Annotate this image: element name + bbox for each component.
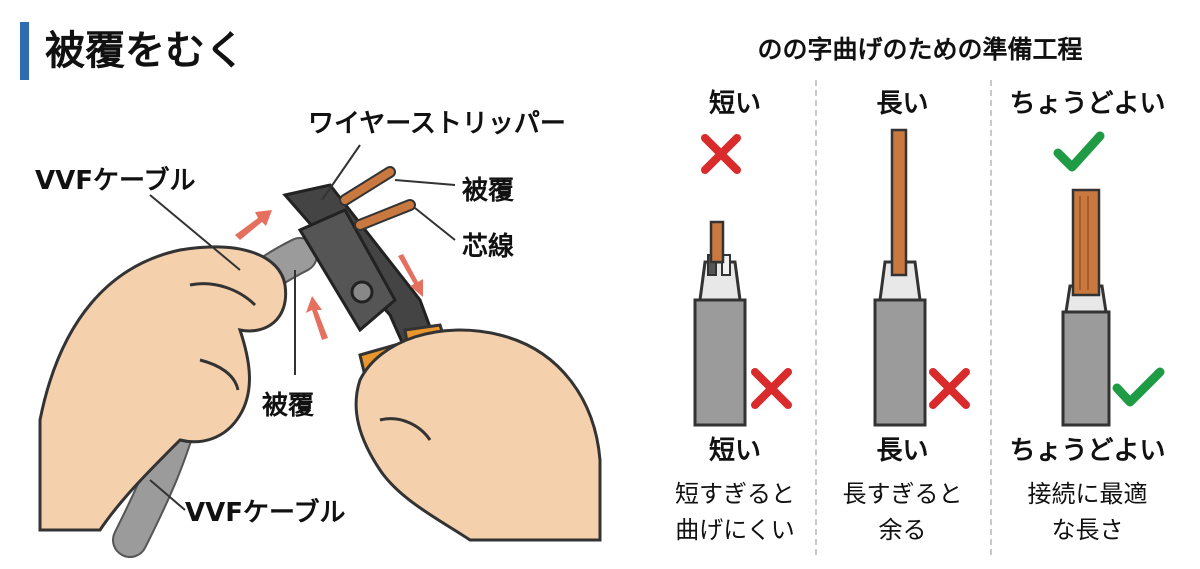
title-accent-bar [20,22,29,80]
ok-mark-bottom [1112,367,1165,407]
stripping-illustration [38,144,602,558]
caption-short-line1: 短すぎると [675,480,795,508]
caption-just-right-line1: 接続に最適 [1027,480,1148,508]
ng-mark-short-top [701,134,741,174]
caption-long-line2: 余る [878,516,927,544]
left-title: 被覆をむく [45,28,245,74]
arrow-upper-left [235,210,272,240]
caption-just-right-line2: な長さ [1051,516,1124,544]
ng-mark-long-bottom [929,368,970,409]
column-divider-1 [815,80,817,555]
label-wire-stripper: ワイヤーストリッパー [308,109,566,139]
left-hand [38,245,288,532]
column-head-long: 長い [876,89,929,119]
column-head-just-right: ちょうどよい [1009,89,1166,119]
label-sheath-bottom: 被覆 [262,391,315,421]
cable-long [873,128,927,427]
label-sheath-right: 被覆 [462,176,515,206]
column-divider-2 [990,80,992,555]
label-vvf-cable-bottom: VVFケーブル [185,498,346,528]
bottom-head-short: 短い [708,436,761,466]
right-hand [354,328,602,542]
cable-just-right [1061,188,1111,427]
bottom-head-just-right: ちょうどよい [1009,436,1166,466]
caption-just-right: 接続に最適 な長さ [995,476,1180,548]
caption-short: 短すぎると 曲げにくい [660,476,810,548]
label-core-wire: 芯線 [462,232,515,262]
ng-mark-short-bottom [751,368,792,409]
caption-short-line2: 曲げにくい [675,516,795,544]
column-head-short: 短い [708,89,761,119]
caption-long-line1: 長すぎると [842,480,963,508]
cable-short [693,220,747,427]
right-title: のの字曲げのための準備工程 [757,35,1083,64]
caption-long: 長すぎると 余る [820,476,985,548]
label-vvf-cable-top: VVFケーブル [35,166,196,196]
arrow-lower-left [306,296,328,340]
arrow-right-down [398,254,423,297]
ok-mark-top [1053,131,1105,172]
bottom-head-long: 長い [876,436,929,466]
